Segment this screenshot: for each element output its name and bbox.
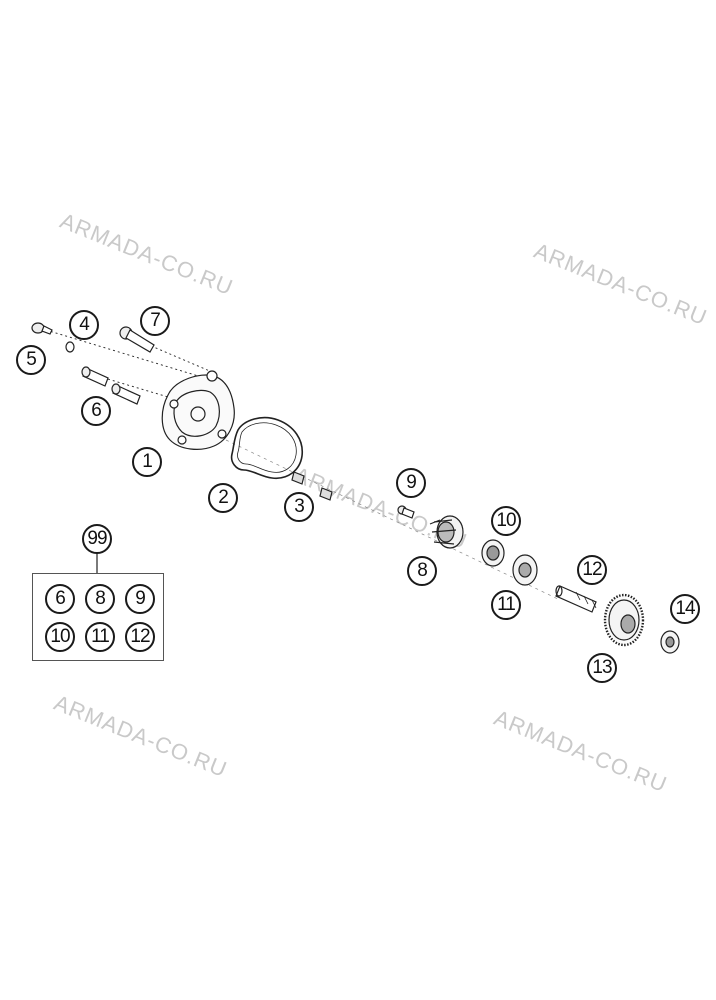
part-5-bolt [31, 322, 53, 335]
callout-13: 13 [587, 653, 617, 683]
part-12-shaft [555, 585, 597, 613]
callout-5: 5 [16, 345, 46, 375]
part-9-screw [397, 505, 415, 519]
callout-2: 2 [208, 483, 238, 513]
part-3-dowels [291, 471, 333, 501]
kit-item-11: 11 [85, 622, 115, 652]
callout-11: 11 [491, 590, 521, 620]
kit-item-6: 6 [45, 584, 75, 614]
callout-9: 9 [396, 468, 426, 498]
callout-1: 1 [132, 447, 162, 477]
kit-item-8: 8 [85, 584, 115, 614]
kit-item-12: 12 [125, 622, 155, 652]
part-6-pins [81, 366, 141, 405]
part-11-bearing [512, 554, 538, 586]
part-13-gear [603, 593, 645, 647]
callout-3: 3 [284, 492, 314, 522]
callout-4: 4 [69, 310, 99, 340]
callout-6: 6 [81, 396, 111, 426]
callout-8: 8 [407, 556, 437, 586]
part-2-gasket [230, 416, 303, 480]
part-1-pump-cover [161, 370, 235, 450]
part-10-seal [481, 539, 505, 567]
repair-kit-box: 6 8 9 10 11 12 [32, 573, 164, 661]
part-7-bolt [119, 326, 155, 353]
callout-10: 10 [491, 506, 521, 536]
callout-14: 14 [670, 594, 700, 624]
part-14-washer [660, 630, 680, 654]
callout-7: 7 [140, 306, 170, 336]
callout-12: 12 [577, 555, 607, 585]
part-8-impeller [429, 515, 464, 549]
kit-item-10: 10 [45, 622, 75, 652]
kit-item-9: 9 [125, 584, 155, 614]
callout-99: 99 [82, 524, 112, 554]
